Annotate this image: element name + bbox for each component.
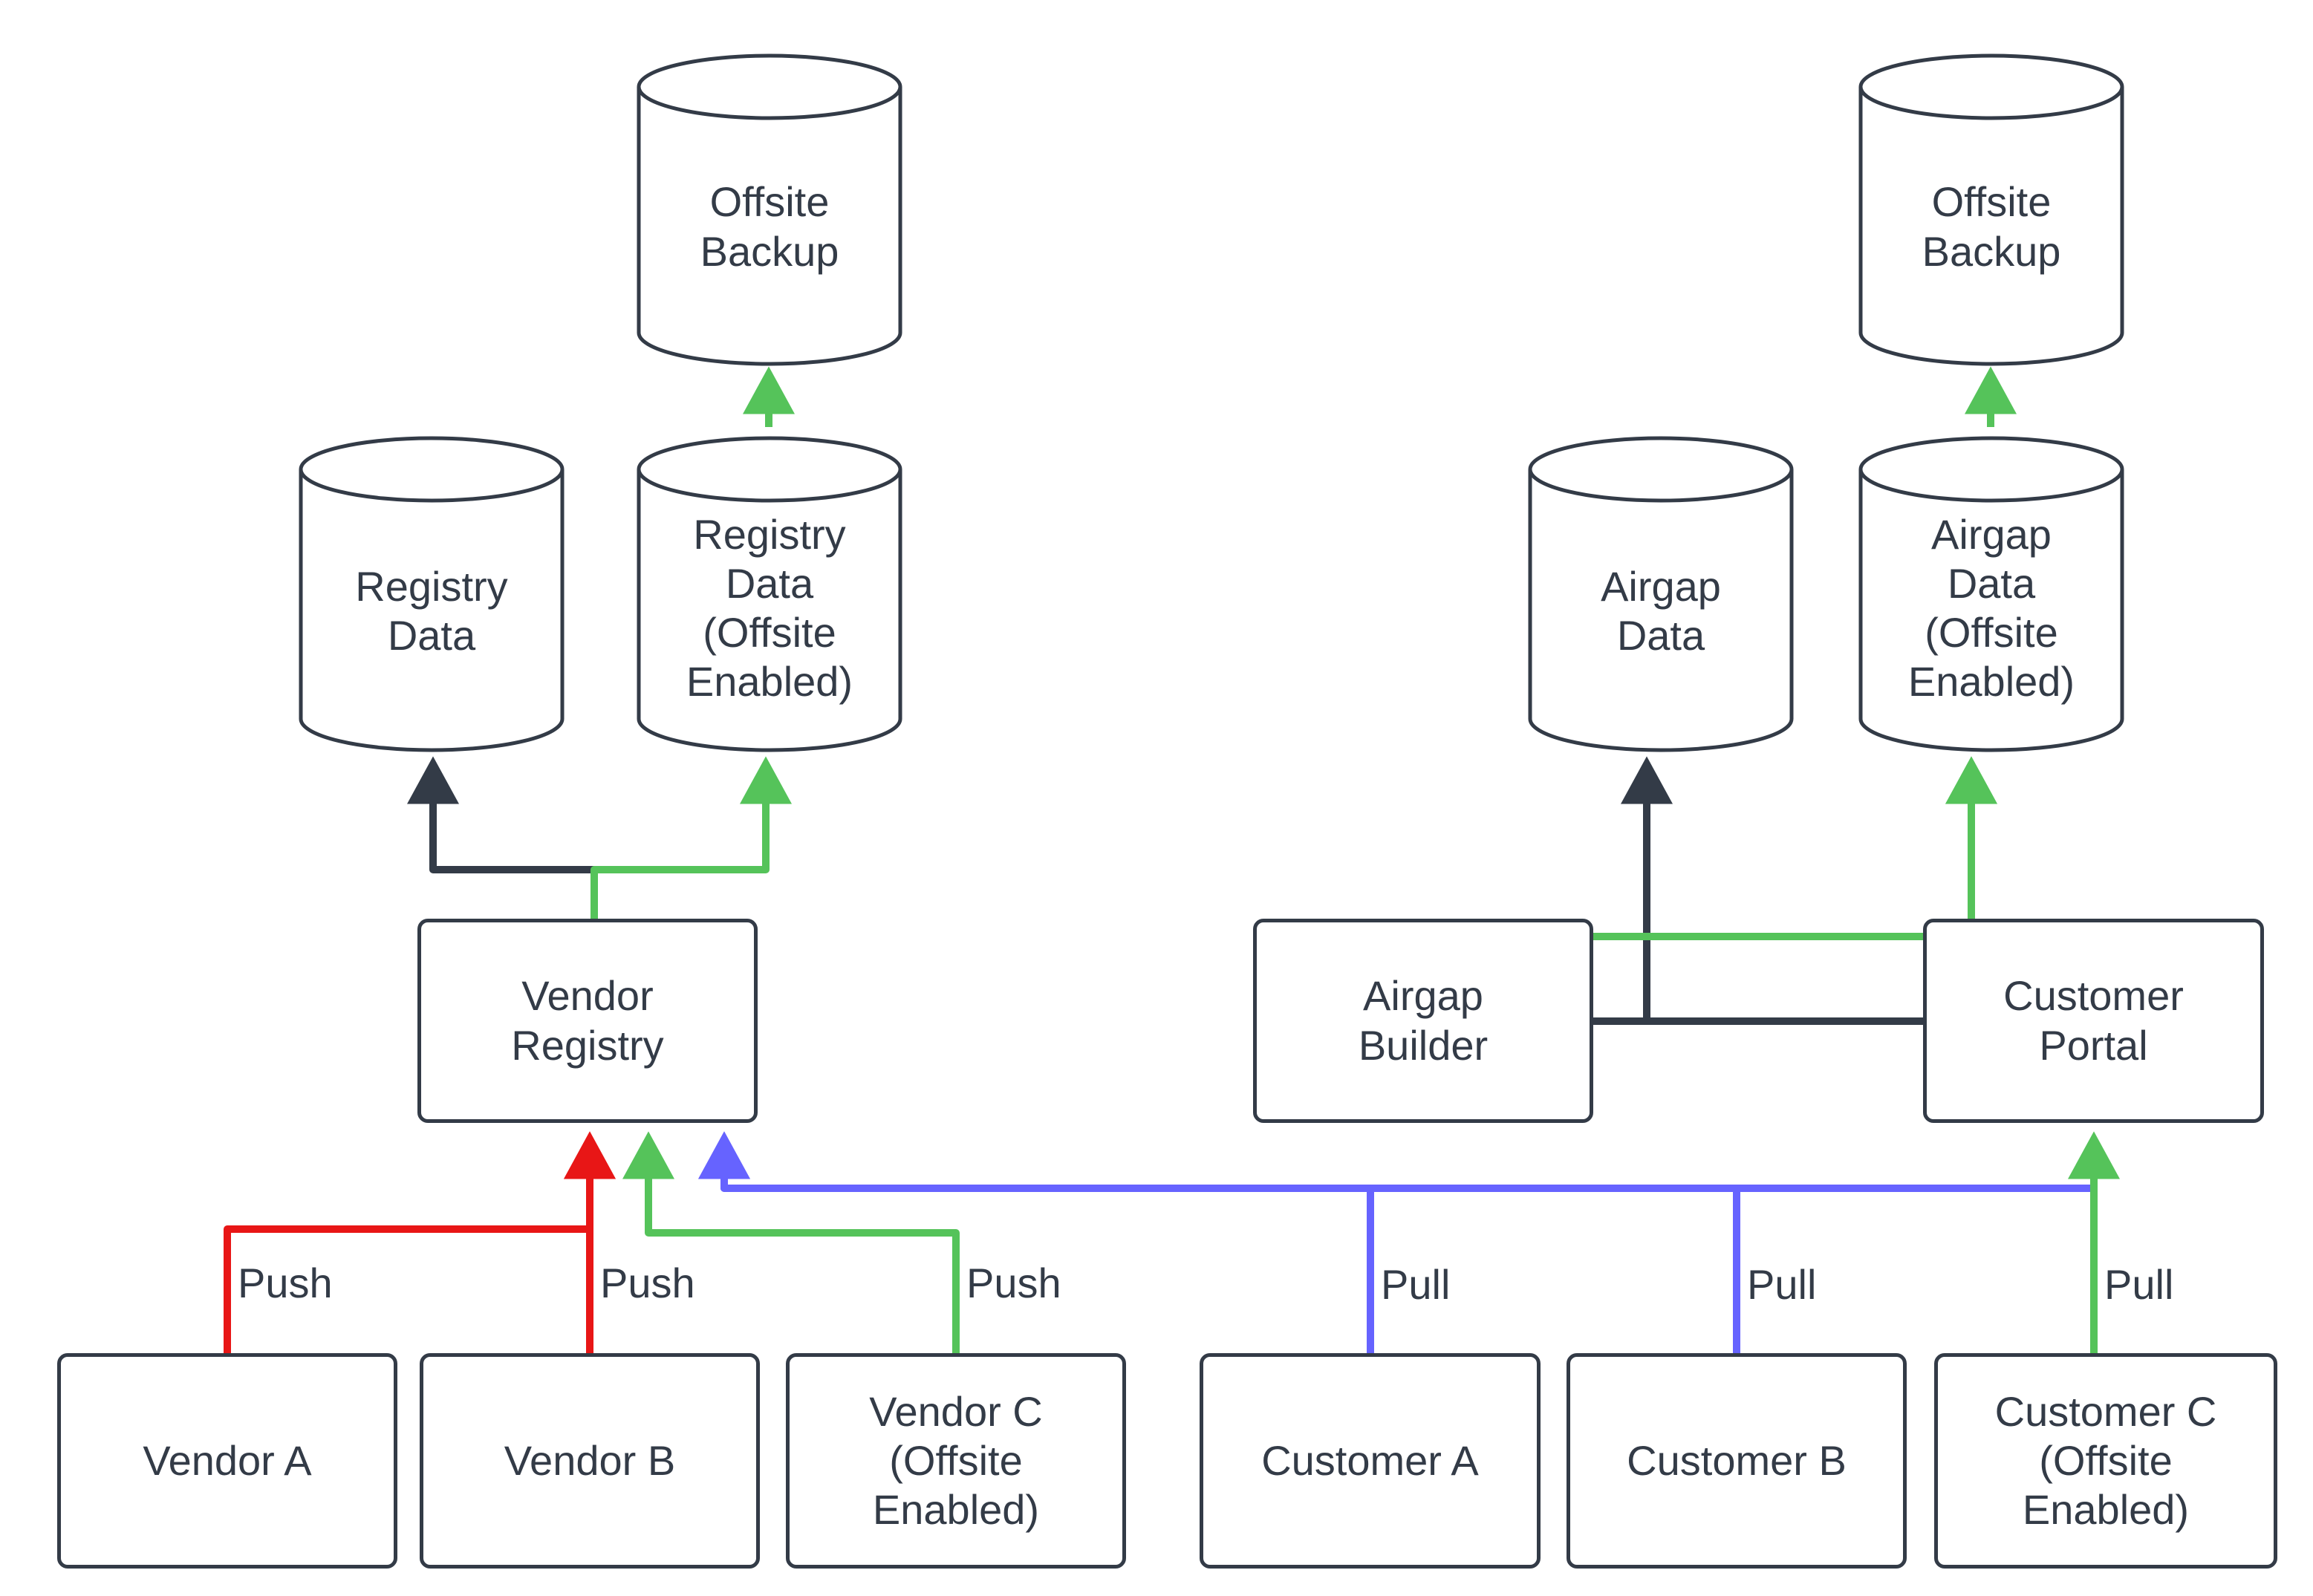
edge-label-vendor-b-push: Push xyxy=(600,1260,695,1306)
cylinder-shape xyxy=(1858,53,2124,366)
edge-label-customer-b-pull: Pull xyxy=(1747,1261,1817,1308)
edge-vendor-registry-to-registry-data xyxy=(407,756,598,919)
node-registry-data-offsite[interactable]: Registry Data (Offsite Enabled) xyxy=(635,434,904,754)
node-vendor-registry[interactable]: Vendor Registry xyxy=(417,919,758,1123)
cylinder-shape xyxy=(299,436,565,752)
edge-label-vendor-c-push: Push xyxy=(966,1260,1061,1306)
node-label: Offsite Backup xyxy=(700,178,839,275)
node-label: Customer C (Offsite Enabled) xyxy=(1994,1387,2217,1534)
node-offsite-backup-left[interactable]: Offsite Backup xyxy=(635,52,904,368)
node-label: Vendor Registry xyxy=(511,972,664,1069)
cylinder-shape xyxy=(637,436,902,752)
node-airgap-data[interactable]: Airgap Data xyxy=(1526,434,1795,754)
node-customer-a[interactable]: Customer A xyxy=(1200,1353,1541,1569)
node-vendor-a[interactable]: Vendor A xyxy=(57,1353,397,1569)
edge-customer-portal-to-airgap-data xyxy=(1621,756,1923,1025)
edge-vendor-a-push xyxy=(224,1131,616,1353)
node-customer-portal[interactable]: Customer Portal xyxy=(1923,919,2264,1123)
node-customer-c[interactable]: Customer C (Offsite Enabled) xyxy=(1934,1353,2277,1569)
cylinder-shape xyxy=(1858,436,2124,752)
edge-airgap-builder-to-airgap-offsite xyxy=(1418,756,1997,940)
edge-vendor-c-push xyxy=(622,1131,960,1353)
node-offsite-backup-right[interactable]: Offsite Backup xyxy=(1857,52,2126,368)
node-label: Vendor B xyxy=(504,1436,676,1484)
node-label: Airgap Data (Offsite Enabled) xyxy=(1907,510,2075,706)
node-label: Customer A xyxy=(1261,1436,1479,1484)
node-customer-b[interactable]: Customer B xyxy=(1567,1353,1907,1569)
node-label: Customer B xyxy=(1627,1436,1847,1484)
edge-customer-a-pull xyxy=(698,1131,1374,1353)
edge-vendor-registry-to-registry-data-offsite xyxy=(591,756,792,919)
node-airgap-builder[interactable]: Airgap Builder xyxy=(1253,919,1593,1123)
cylinder-shape xyxy=(1528,436,1794,752)
node-registry-data[interactable]: Registry Data xyxy=(297,434,566,754)
node-airgap-data-offsite[interactable]: Airgap Data (Offsite Enabled) xyxy=(1857,434,2126,754)
edge-label-vendor-a-push: Push xyxy=(238,1260,333,1306)
edge-label-customer-c-pull: Pull xyxy=(2104,1261,2174,1308)
node-label: Vendor C (Offsite Enabled) xyxy=(869,1387,1043,1534)
node-label: Customer Portal xyxy=(2003,972,2184,1069)
edge-customer-b-pull xyxy=(698,1131,1740,1353)
cylinder-shape xyxy=(637,53,902,366)
node-label: Airgap Builder xyxy=(1358,972,1489,1069)
node-label: Vendor A xyxy=(143,1436,312,1484)
node-vendor-c[interactable]: Vendor C (Offsite Enabled) xyxy=(786,1353,1126,1569)
node-vendor-b[interactable]: Vendor B xyxy=(420,1353,760,1569)
node-label: Registry Data (Offsite Enabled) xyxy=(686,510,853,706)
node-label: Airgap Data xyxy=(1601,562,1721,659)
node-label: Offsite Backup xyxy=(1922,178,2061,275)
edge-customer-portal-to-airgap-offsite xyxy=(1945,756,2104,940)
edge-label-customer-a-pull: Pull xyxy=(1381,1261,1451,1308)
node-label: Registry Data xyxy=(355,562,508,659)
